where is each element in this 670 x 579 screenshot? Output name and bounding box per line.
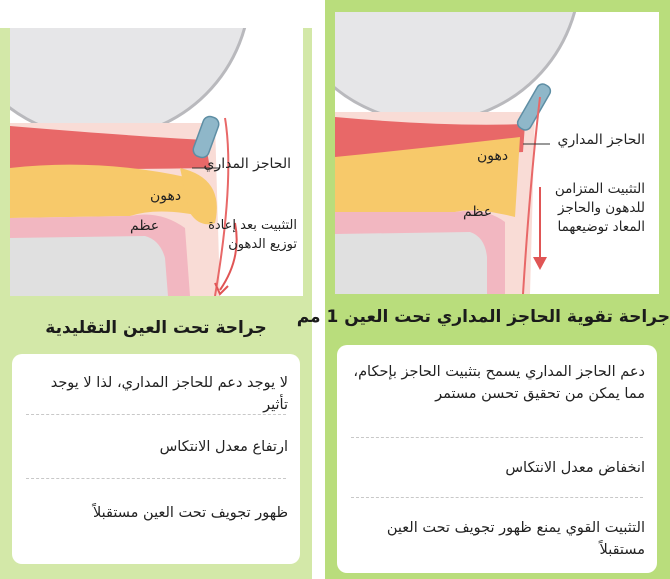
fixation-label: التثبيت بعد إعادة توزيع الدهون — [208, 218, 297, 252]
septum-label: الحاجز المداري — [203, 156, 292, 172]
fat-bulge-shape — [180, 168, 217, 225]
skin-outline-shape — [214, 117, 230, 296]
skin-outline-shape — [522, 96, 541, 294]
septum-spring-shape — [192, 115, 220, 159]
septum-strengthening-card: دعم الحاجز المداري يسمح بتثبيت الحاجز بإ… — [337, 345, 657, 573]
septum-strengthening-diagram: الحاجز المداري دهون عظم التثبيت المتزامن… — [335, 12, 659, 294]
dashed-divider — [26, 478, 286, 479]
dashed-divider — [351, 497, 643, 498]
bone-inner-shape — [10, 236, 168, 296]
fat-shape — [10, 164, 211, 218]
septum-spring-shape — [516, 83, 552, 131]
fat-label: دهون — [477, 148, 509, 164]
bone-inner-shape — [335, 232, 487, 294]
dashed-divider — [26, 414, 286, 415]
list-item: ظهور تجويف تحت العين مستقبلاً — [92, 505, 288, 521]
traditional-surgery-card: لا يوجد دعم للحاجز المداري، لذا لا يوجد … — [12, 354, 300, 564]
muscle-shape — [10, 126, 210, 169]
fixation-arrow-head — [214, 282, 229, 296]
septum-label: الحاجز المداري — [557, 132, 646, 148]
dashed-divider — [351, 437, 643, 438]
list-item: ارتفاع معدل الانتكاس — [159, 439, 288, 455]
list-item: التثبيت القوي يمنع ظهور تجويف تحت العين … — [386, 520, 645, 558]
traditional-surgery-title: جراحة تحت العين التقليدية — [45, 318, 267, 338]
list-item: دعم الحاجز المداري يسمح بتثبيت الحاجز بإ… — [353, 364, 645, 402]
traditional-surgery-diagram: الحاجز المداري دهون عظم التثبيت بعد إعاد… — [10, 28, 303, 296]
fixation-arrow-line — [219, 222, 238, 291]
traditional-surgery-panel: الحاجز المداري دهون عظم التثبيت بعد إعاد… — [0, 28, 312, 579]
fixation-label: التثبيت المتزامن للدهون والحاجز المعاد ت… — [554, 181, 645, 235]
list-item: لا يوجد دعم للحاجز المداري، لذا لا يوجد … — [50, 375, 288, 413]
bone-label: عظم — [130, 218, 160, 234]
fat-shape — [335, 137, 520, 217]
septum-strengthening-panel: الحاجز المداري دهون عظم التثبيت المتزامن… — [296, 0, 670, 579]
strengthening-anatomy-illustration — [335, 12, 577, 294]
fixation-arrow-head — [533, 257, 547, 270]
list-item: انخفاض معدل الانتكاس — [505, 460, 645, 476]
septum-strengthening-title: جراحة تقوية الحاجز المداري تحت العين 1 م… — [296, 307, 670, 327]
fat-label: دهون — [150, 188, 182, 204]
traditional-anatomy-illustration — [10, 28, 247, 296]
bone-label: عظم — [463, 204, 493, 220]
